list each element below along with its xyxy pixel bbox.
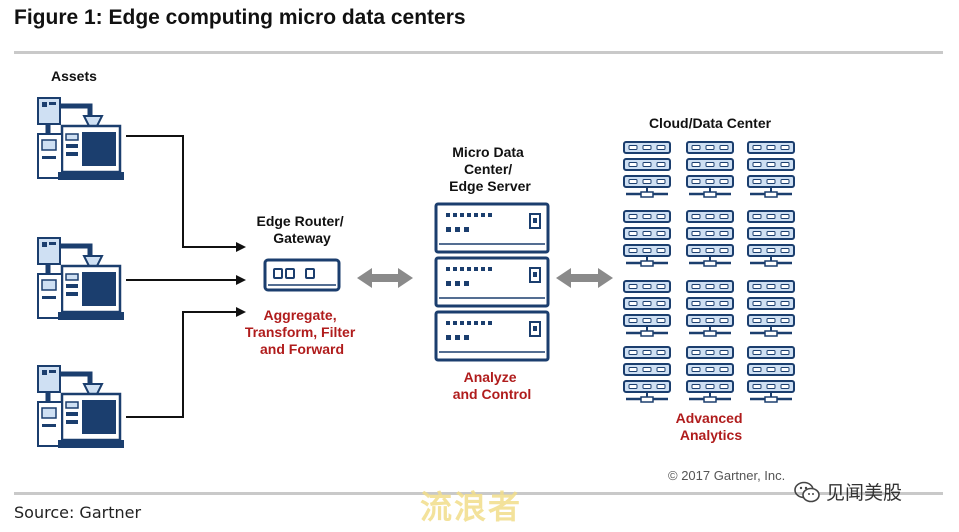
server-rack-icon <box>748 347 794 402</box>
wechat-icon <box>794 481 820 502</box>
cloud-label: Cloud/Data Center <box>649 115 772 131</box>
micro-server-icon <box>434 256 550 308</box>
cloud-function: Advanced Analytics <box>676 410 747 443</box>
bidirectional-arrow-icon <box>357 268 413 288</box>
server-rack-icon <box>687 211 733 266</box>
asset-machine-icon <box>38 98 124 180</box>
server-rack-icon <box>624 211 670 266</box>
assets-label: Assets <box>51 68 97 84</box>
server-rack-icon <box>748 211 794 266</box>
router-function: Aggregate, Transform, Filter and Forward <box>245 307 359 357</box>
server-rack-icon <box>748 281 794 336</box>
micro-server-icon <box>434 202 550 254</box>
server-rack-icon <box>624 142 670 197</box>
asset-machine-icon <box>38 366 124 448</box>
top-divider <box>14 51 943 54</box>
source-note: Source: Gartner <box>14 503 142 522</box>
edge-router-icon <box>263 258 341 292</box>
arrowheads <box>236 242 246 317</box>
server-rack-icon <box>624 281 670 336</box>
server-rack-icon <box>624 347 670 402</box>
micro-server-icon <box>434 310 550 362</box>
watermark-text: 流浪者 <box>420 488 523 526</box>
router-label: Edge Router/ Gateway <box>256 213 347 246</box>
server-rack-icon <box>687 281 733 336</box>
figure-title: Figure 1: Edge computing micro data cent… <box>14 6 466 29</box>
wechat-account-name: 见闻美股 <box>826 482 903 504</box>
asset-machine-icon <box>38 238 124 320</box>
server-rack-icon <box>748 142 794 197</box>
server-rack-icon <box>687 347 733 402</box>
cloud-server-grid <box>624 142 794 402</box>
bidirectional-arrow-icon <box>556 268 613 288</box>
asset-connectors <box>126 135 238 418</box>
wechat-watermark: 见闻美股 <box>794 478 902 505</box>
micro-dc-function: Analyze and Control <box>453 369 532 402</box>
micro-dc-label: Micro Data Center/ Edge Server <box>449 144 531 194</box>
server-rack-icon <box>687 142 733 197</box>
bottom-divider <box>14 492 943 495</box>
copyright-note: © 2017 Gartner, Inc. <box>668 468 786 483</box>
